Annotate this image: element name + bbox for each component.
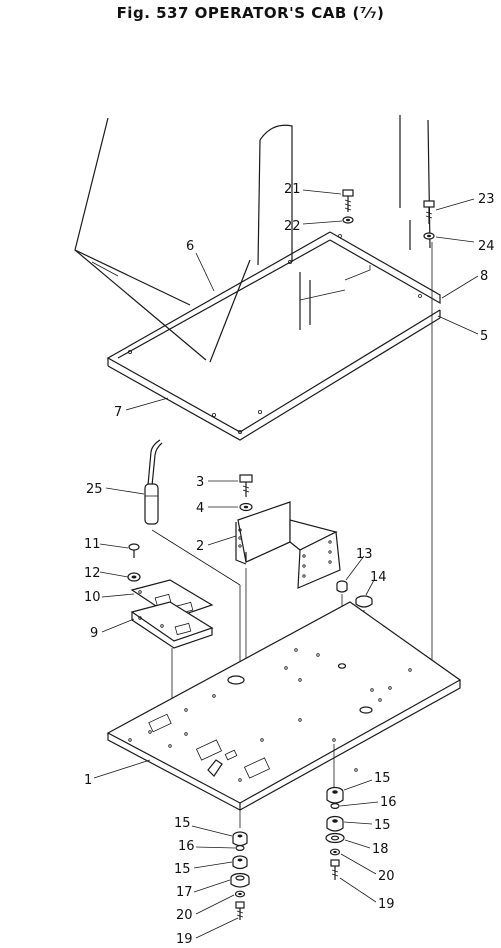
bolt-23 [423,200,435,224]
callout-20b: 20 [176,908,193,923]
bracket-2 [235,501,341,692]
callout-13: 13 [356,547,373,562]
callout-16b: 16 [178,839,195,854]
washer-22 [342,216,354,224]
callout-14: 14 [370,570,387,585]
screw-11 [128,543,140,558]
callout-17: 17 [176,885,193,900]
callout-21: 21 [284,182,301,197]
callout-5: 5 [480,329,488,344]
callout-16a: 16 [380,795,397,810]
callout-4: 4 [196,501,204,516]
callout-9: 9 [90,626,98,641]
callout-15c: 15 [174,816,191,831]
floor-plate-1 [106,601,462,828]
callout-7: 7 [114,405,122,420]
leader-lines [93,189,479,939]
callout-15b: 15 [374,818,391,833]
callout-24: 24 [478,239,495,254]
mount-stack-right [325,786,345,880]
callout-2: 2 [196,539,204,554]
callout-8: 8 [480,269,488,284]
callout-19a: 19 [378,897,395,912]
nut-12 [127,572,141,582]
callout-1: 1 [84,773,92,788]
callout-10: 10 [84,590,101,605]
callout-23: 23 [478,192,495,207]
mount-stack-left [230,831,250,920]
callout-11: 11 [84,537,101,552]
callout-18: 18 [372,842,389,857]
figure-title: Fig. 537 OPERATOR'S CAB (⁷⁄₇) [116,4,385,22]
callout-19b: 19 [176,932,193,947]
callout-15d: 15 [174,862,191,877]
washer-24 [423,232,435,240]
rear-seal-strip [329,231,441,305]
washer-4 [239,502,253,512]
callout-6: 6 [186,239,194,254]
cab-flange [106,231,441,441]
callout-15a: 15 [374,771,391,786]
callout-22: 22 [284,219,301,234]
bolt-3 [239,474,253,497]
cab-body [74,115,431,363]
lever-25 [144,439,241,676]
grommet-13 [336,580,348,665]
callout-12: 12 [84,566,101,581]
bolt-21 [342,189,354,212]
callout-labels: 21 22 23 24 6 8 5 7 25 3 4 2 11 12 10 9 … [84,182,495,947]
callout-3: 3 [196,475,204,490]
callout-20a: 20 [378,869,395,884]
callout-25: 25 [86,482,103,497]
